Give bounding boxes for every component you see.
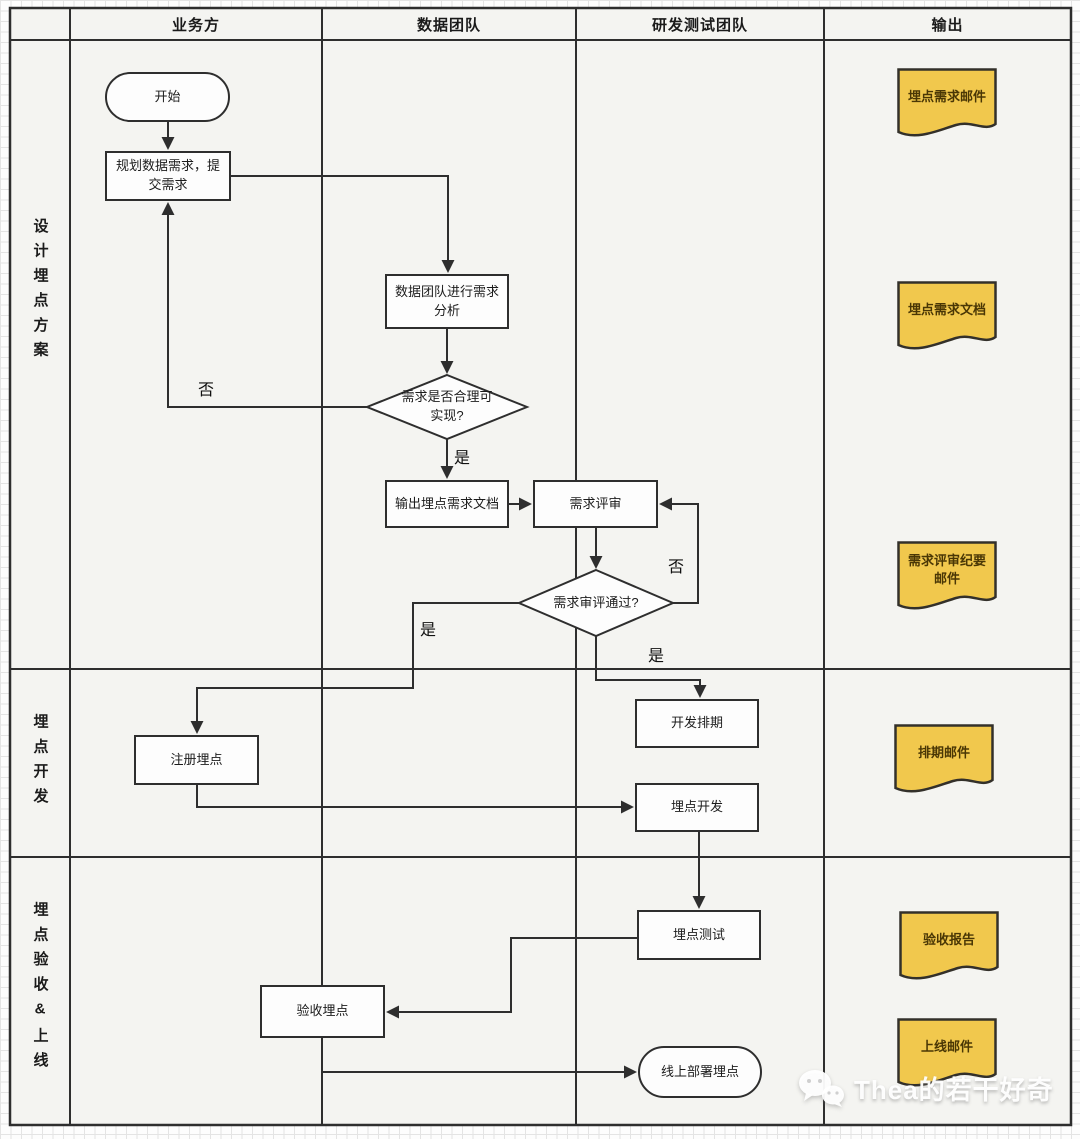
document-icon <box>897 541 997 610</box>
decision-feasible-label: 需求是否合理可实现? <box>401 389 493 423</box>
tracking-test-box: 埋点测试 <box>637 910 761 960</box>
output-doc-acceptance-report: 验收报告 <box>899 911 999 983</box>
output-doc-launch-email: 上线邮件 <box>897 1018 997 1090</box>
edge-decision2-no-loop <box>659 497 699 604</box>
document-icon <box>897 68 997 137</box>
deploy-online-node: 线上部署埋点 <box>638 1046 762 1098</box>
document-icon <box>894 724 994 793</box>
wechat-icon <box>799 1070 844 1107</box>
output-doc-label: 埋点需求文档 <box>907 301 986 317</box>
output-doc-schedule-email: 排期邮件 <box>894 724 994 796</box>
phase-label-develop: 埋点开发 <box>31 713 49 813</box>
output-doc-requirement-doc: 埋点需求文档 <box>897 281 997 353</box>
edge-label-no-2: 否 <box>668 559 685 576</box>
decision-review-diamond <box>516 568 676 638</box>
header-data-team: 数据团队 <box>322 8 576 40</box>
watermark-text: Thea的若干好奇 <box>854 1074 1054 1105</box>
start-node: 开始 <box>105 72 230 122</box>
decision-review-label: 需求审评通过? <box>553 594 639 610</box>
output-doc-review-minutes-email: 需求评审纪要邮件 <box>897 541 997 613</box>
phase-label-design: 设计埋点方案 <box>31 217 49 367</box>
edge-plan-to-analyze <box>231 175 455 273</box>
document-icon <box>899 911 999 980</box>
edge-decision2-yes-register <box>190 602 519 734</box>
edge-label-yes-3: 是 <box>648 648 665 665</box>
output-doc-requirement-email: 埋点需求邮件 <box>897 68 997 140</box>
sheet-border <box>8 6 1073 1127</box>
decision-shapes <box>364 373 676 638</box>
output-doc-label: 排期邮件 <box>917 744 970 760</box>
edge-label-no-1: 否 <box>198 382 215 399</box>
edge-decision1-no-loop <box>161 202 367 408</box>
requirements-review-box: 需求评审 <box>533 480 658 528</box>
edge-decision2-yes-schedule <box>595 636 707 698</box>
edge-test-to-accept <box>386 937 637 1019</box>
phase-label-accept-launch: 埋点验收&上线 <box>31 901 49 1077</box>
decision-feasible-diamond <box>364 373 530 441</box>
output-doc-label: 需求评审纪要邮件 <box>907 552 986 586</box>
header-output: 输出 <box>824 8 1071 40</box>
header-business: 业务方 <box>70 8 322 40</box>
plan-requirements-box: 规划数据需求，提交需求 <box>105 151 231 201</box>
edge-register-to-develop <box>196 785 634 814</box>
connectors <box>161 122 707 1079</box>
watermark: Thea的若干好奇 <box>796 1068 1054 1108</box>
output-doc-label: 上线邮件 <box>920 1038 973 1054</box>
output-doc-label: 验收报告 <box>922 931 975 947</box>
tracking-develop-box: 埋点开发 <box>635 783 759 832</box>
dev-schedule-box: 开发排期 <box>635 699 759 748</box>
header-rd-test-team-label: 研发测试团队 <box>651 16 748 34</box>
accept-tracking-box: 验收埋点 <box>260 985 385 1038</box>
document-icon <box>897 1018 997 1087</box>
header-output-label: 输出 <box>931 16 964 34</box>
output-requirements-doc-box: 输出埋点需求文档 <box>385 480 509 528</box>
header-business-label: 业务方 <box>171 16 220 34</box>
edge-label-yes-2: 是 <box>420 622 437 639</box>
header-data-team-label: 数据团队 <box>416 16 481 34</box>
output-doc-label: 埋点需求邮件 <box>907 88 986 104</box>
analyze-requirements-box: 数据团队进行需求分析 <box>385 274 509 329</box>
document-icon <box>897 281 997 350</box>
edge-accept-to-deploy <box>321 1038 637 1079</box>
edge-label-yes-1: 是 <box>454 450 471 467</box>
register-tracking-box: 注册埋点 <box>134 735 259 785</box>
header-rd-test-team: 研发测试团队 <box>576 8 824 40</box>
